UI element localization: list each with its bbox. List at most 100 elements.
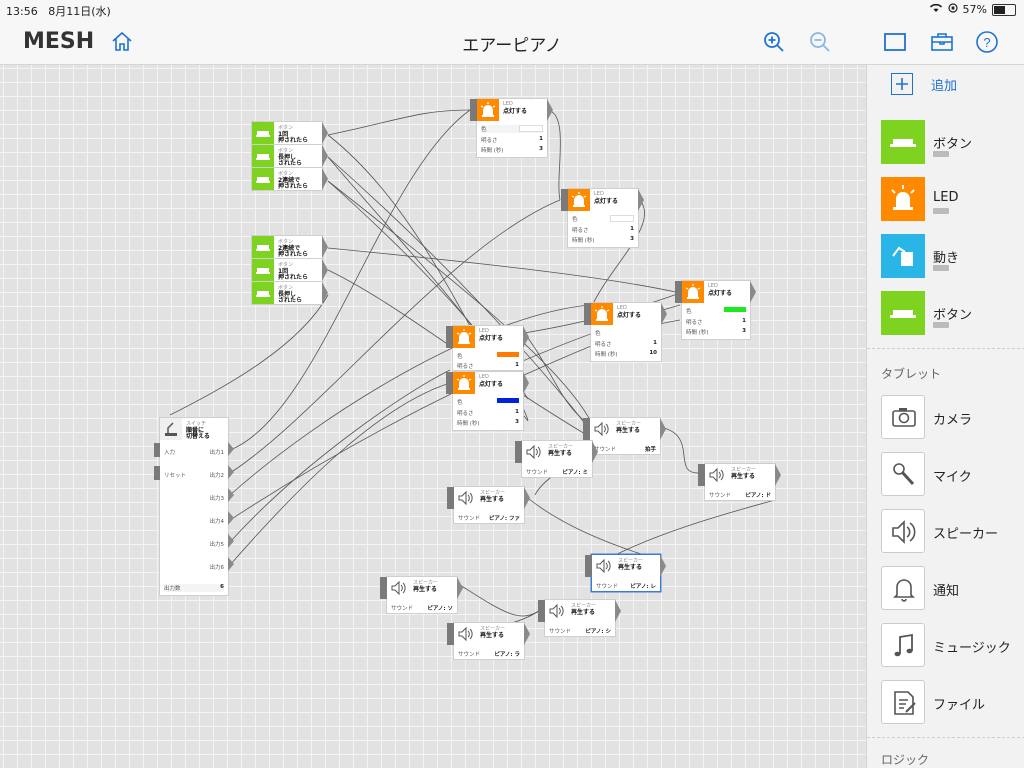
button-block[interactable]: ボタン 長押し されたら xyxy=(252,282,328,304)
output-port[interactable] xyxy=(228,534,234,548)
speaker-block[interactable]: スピーカー 再生する サウンドピアノ: ラ xyxy=(447,623,530,659)
output-port[interactable] xyxy=(322,145,328,167)
block-type: LED xyxy=(617,305,627,311)
speaker-block[interactable]: スピーカー 再生する サウンドピアノ: シ xyxy=(538,600,621,636)
switch-output-2: 出力2 xyxy=(164,471,225,479)
output-port[interactable] xyxy=(228,442,234,456)
color-swatch xyxy=(519,125,543,132)
button-device-icon xyxy=(252,236,274,258)
output-port[interactable] xyxy=(750,281,756,303)
input-port[interactable] xyxy=(515,441,522,463)
output-port[interactable] xyxy=(524,487,530,509)
led-row-time: 時間 (秒)3 xyxy=(572,236,634,244)
output-label: 出力5 xyxy=(209,542,225,548)
input-port[interactable] xyxy=(447,623,454,645)
input-port[interactable] xyxy=(470,99,477,121)
output-port[interactable] xyxy=(322,236,328,258)
button-block[interactable]: ボタン 1回 押されたら xyxy=(252,122,328,144)
zoom-in-icon[interactable] xyxy=(762,30,786,54)
output-port[interactable] xyxy=(523,372,529,394)
input-port[interactable] xyxy=(561,189,568,211)
block-type: スピーカー xyxy=(548,444,574,450)
add-device-button[interactable]: 追加 xyxy=(891,73,957,95)
input-port[interactable] xyxy=(446,372,453,394)
button-block[interactable]: ボタン 2連続で 押されたら xyxy=(252,168,328,190)
button-device-icon xyxy=(252,145,274,167)
output-port[interactable] xyxy=(775,464,781,486)
output-port[interactable] xyxy=(660,418,666,440)
block-action: 再生する xyxy=(618,564,643,571)
input-port[interactable] xyxy=(583,418,590,440)
palette-item-led[interactable]: LED xyxy=(881,177,1021,221)
output-port[interactable] xyxy=(524,623,530,645)
output-port[interactable] xyxy=(615,600,621,622)
speaker-block[interactable]: スピーカー 再生する サウンドピアノ: ファ xyxy=(447,487,530,523)
music-note-icon xyxy=(881,623,925,667)
button-block[interactable]: ボタン 2連続で 押されたら xyxy=(252,236,328,258)
output-port[interactable] xyxy=(322,122,328,144)
speaker-icon xyxy=(522,441,544,463)
input-port[interactable] xyxy=(380,577,387,599)
palette-item-motion[interactable]: 動き xyxy=(881,234,1021,278)
speaker-block[interactable]: スピーカー 再生する サウンドピアノ: ソ xyxy=(380,577,463,613)
help-icon[interactable]: ? xyxy=(975,30,999,54)
input-port[interactable] xyxy=(447,487,454,509)
palette-item-button-1[interactable]: ボタン xyxy=(881,120,1021,164)
input-port[interactable] xyxy=(154,443,160,457)
output-port[interactable] xyxy=(457,577,463,599)
speaker-block[interactable]: スピーカー 再生する サウンドピアノ: ド xyxy=(698,464,781,500)
palette-item-microphone[interactable]: マイク xyxy=(881,452,1024,498)
palette-item-file[interactable]: ファイル xyxy=(881,680,1024,726)
output-port[interactable] xyxy=(228,511,234,525)
input-port[interactable] xyxy=(584,303,591,325)
output-port[interactable] xyxy=(228,465,234,479)
palette-item-camera[interactable]: カメラ xyxy=(881,395,1024,441)
block-type: ボタン xyxy=(278,285,294,291)
speaker-block[interactable]: スピーカー 再生する サウンド拍手 xyxy=(583,418,666,454)
palette-item-button-2[interactable]: ボタン xyxy=(881,291,1021,335)
output-port[interactable] xyxy=(322,168,328,190)
zoom-out-icon[interactable] xyxy=(808,30,832,54)
input-port[interactable] xyxy=(446,326,453,348)
button-block[interactable]: ボタン 1回 押されたら xyxy=(252,259,328,281)
led-device-icon xyxy=(682,281,704,303)
output-port[interactable] xyxy=(228,557,234,571)
output-port[interactable] xyxy=(638,189,644,211)
palette-item-notification[interactable]: 通知 xyxy=(881,566,1024,612)
page-title: エアーピアノ xyxy=(462,36,562,56)
input-port[interactable] xyxy=(585,555,592,577)
output-label: 出力2 xyxy=(209,473,225,479)
input-port[interactable] xyxy=(538,600,545,622)
input-port[interactable] xyxy=(675,281,682,303)
home-icon[interactable] xyxy=(110,30,134,54)
color-swatch xyxy=(610,215,634,222)
output-port[interactable] xyxy=(547,99,553,121)
reset-port[interactable] xyxy=(154,466,160,480)
output-port[interactable] xyxy=(592,441,598,463)
speaker-block-selected[interactable]: スピーカー 再生する サウンドピアノ: レ xyxy=(585,555,666,591)
output-port[interactable] xyxy=(523,326,529,348)
toolbox-icon[interactable] xyxy=(930,30,954,54)
button-block[interactable]: ボタン 長押し されたら xyxy=(252,145,328,167)
output-port[interactable] xyxy=(322,259,328,281)
palette-item-music[interactable]: ミュージック xyxy=(881,623,1024,669)
switch-block[interactable]: スイッチ 順番に 切替える 入力 リセット 出力1 出力2 出力3 出力4 出力… xyxy=(154,418,234,595)
recipe-canvas[interactable]: ボタン 1回 押されたら ボタン 長押し されたら ボタン 2連続で 押されたら… xyxy=(0,65,866,768)
output-port[interactable] xyxy=(661,303,667,325)
output-port[interactable] xyxy=(322,282,328,304)
panel-toggle-icon[interactable] xyxy=(883,30,907,54)
speaker-block[interactable]: スピーカー 再生する サウンドピアノ: ミ xyxy=(515,441,598,477)
output-port[interactable] xyxy=(660,555,666,577)
battery-percent: 57% xyxy=(962,3,987,16)
output-port[interactable] xyxy=(228,488,234,502)
input-port[interactable] xyxy=(698,464,705,486)
palette-item-speaker[interactable]: スピーカー xyxy=(881,509,1024,555)
add-label: 追加 xyxy=(931,78,958,94)
